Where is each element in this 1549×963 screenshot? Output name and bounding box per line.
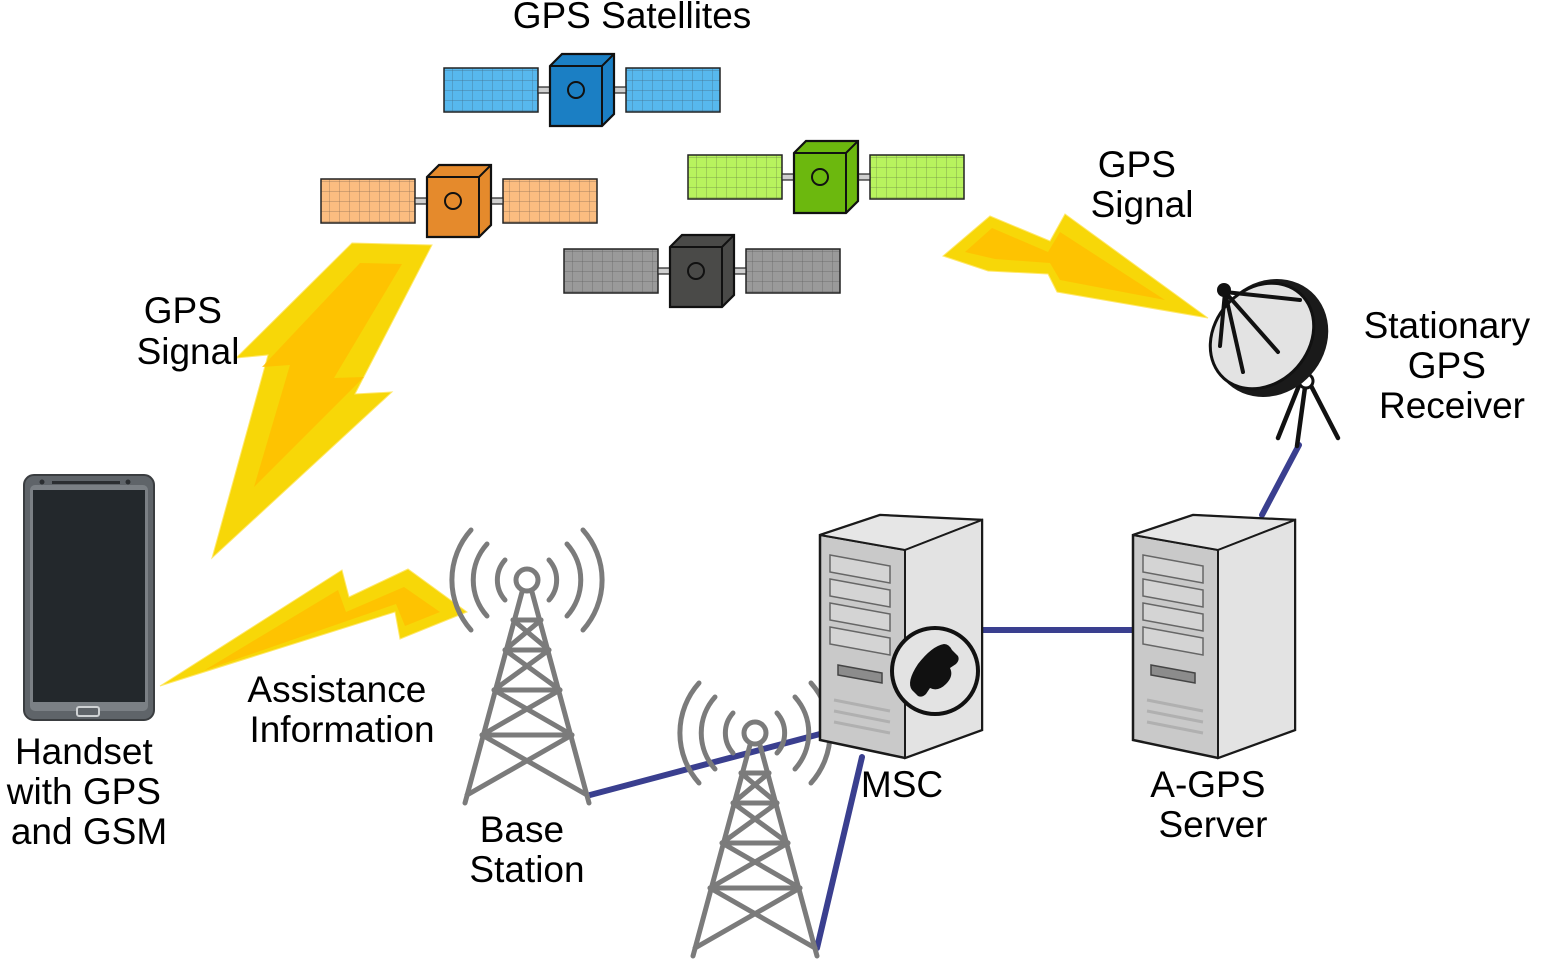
gps-signal-left-label: GPS Signal bbox=[137, 290, 240, 372]
lightning-icon bbox=[942, 213, 1209, 319]
link-agps-to-receiver bbox=[1259, 442, 1302, 518]
lightning-icon bbox=[211, 242, 433, 560]
smartphone-icon bbox=[23, 474, 155, 721]
cell-tower-icon bbox=[679, 683, 831, 956]
stationary-receiver-label: Stationary GPS Receiver bbox=[1364, 305, 1541, 426]
agps-server-label: A-GPS Server bbox=[1150, 764, 1275, 845]
satellite-icon bbox=[686, 139, 966, 215]
server-icon bbox=[1131, 513, 1297, 760]
satellites-title: GPS Satellites bbox=[513, 0, 752, 36]
base-station-label: Base Station bbox=[469, 809, 584, 890]
satellite-icon bbox=[319, 163, 599, 239]
dish-antenna-icon bbox=[1208, 279, 1341, 449]
satellite-icon bbox=[442, 52, 722, 128]
cell-tower-icon bbox=[451, 530, 603, 803]
link-tower2-to-msc bbox=[814, 754, 865, 951]
phone-handset-icon bbox=[890, 626, 980, 716]
satellite-icon bbox=[562, 233, 842, 309]
lightning-icon bbox=[159, 568, 469, 687]
gps-signal-right-label: GPS Signal bbox=[1091, 144, 1194, 225]
msc-label: MSC bbox=[861, 764, 943, 805]
assistance-label: Assistance Information bbox=[247, 669, 436, 750]
handset-label: Handset with GPS and GSM bbox=[6, 731, 172, 852]
